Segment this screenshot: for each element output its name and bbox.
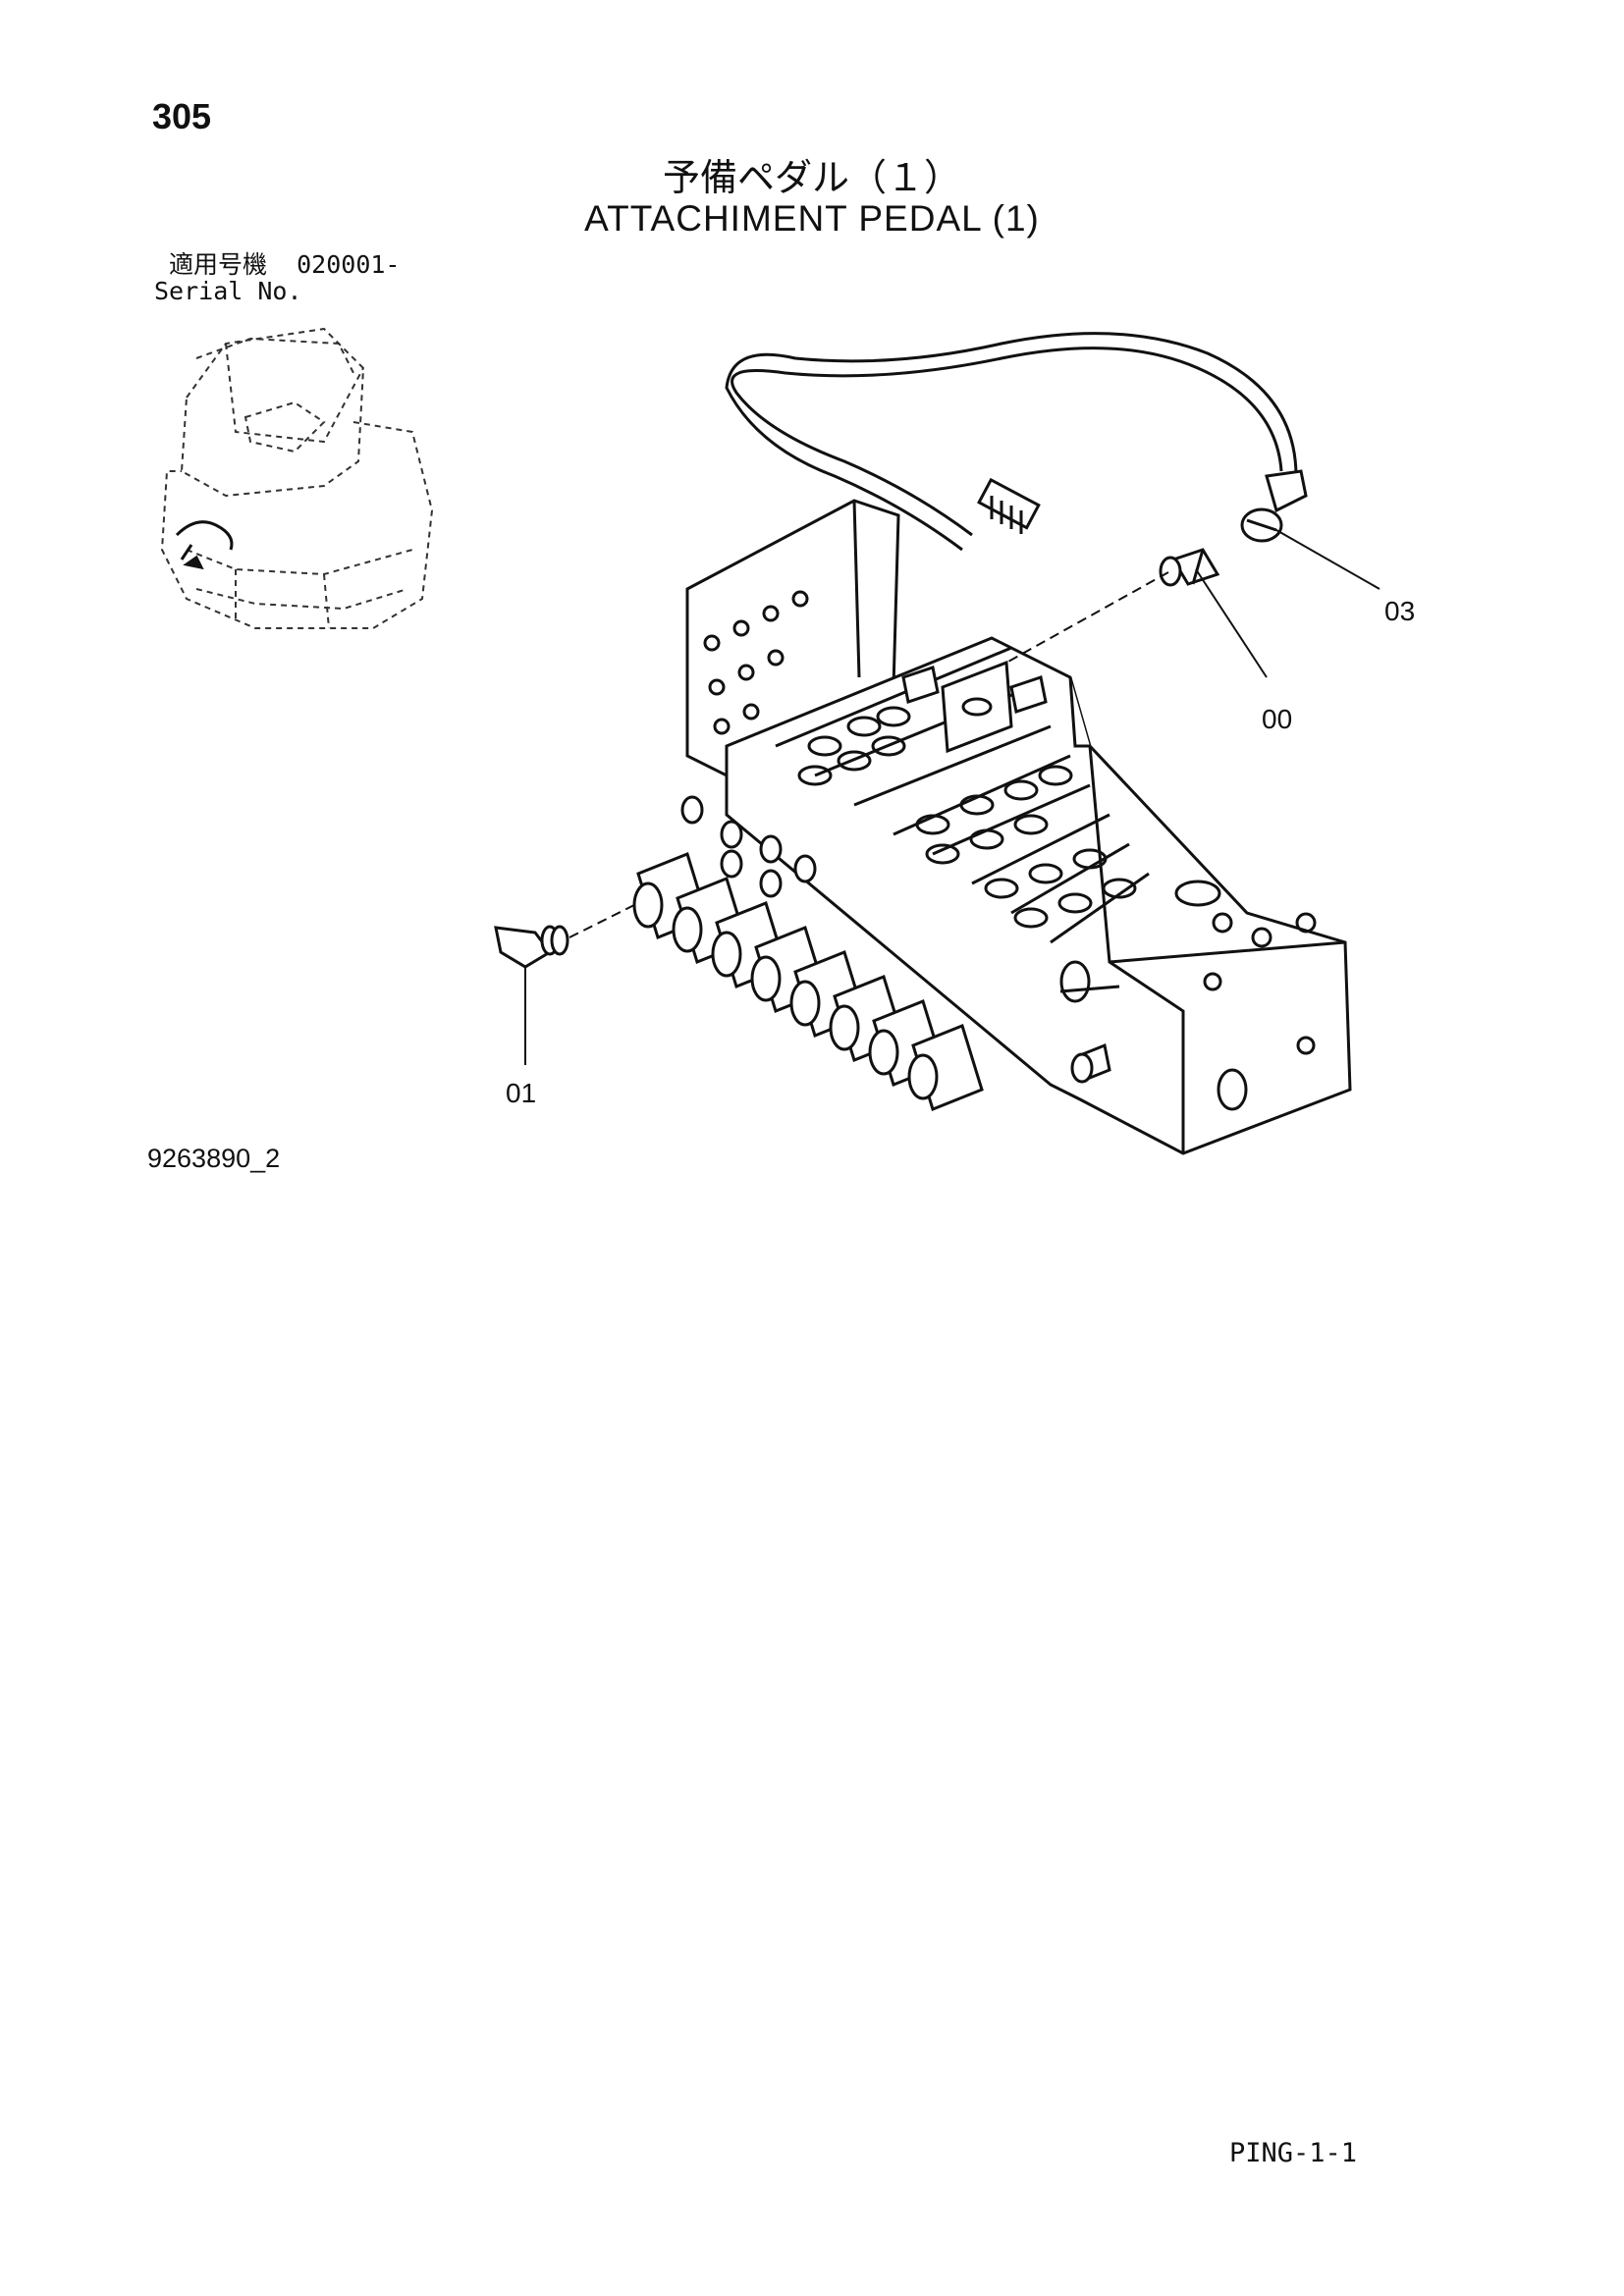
hose <box>725 332 1298 552</box>
control-valve-assembly <box>632 499 1352 1155</box>
leader-lines <box>524 529 1380 1065</box>
serial-label-en: Serial No. <box>154 277 302 305</box>
serial-from: 020001- <box>297 250 401 279</box>
page-number: 305 <box>152 96 212 136</box>
title-english: ATTACHIMENT PEDAL (1) <box>584 198 1040 239</box>
callout-00: 00 <box>1262 704 1292 734</box>
serial-info: 適用号機 020001- Serial No. <box>154 250 401 304</box>
callout-01: 01 <box>506 1078 536 1108</box>
serial-label-jp: 適用号機 <box>169 250 268 279</box>
callout-03: 03 <box>1384 596 1415 626</box>
title-japanese: 予備ペダル（１） <box>662 156 961 199</box>
hose-elbow-fitting <box>1240 469 1308 543</box>
cab-locator-view <box>160 327 434 629</box>
page-code: PING-1-1 <box>1229 2138 1358 2168</box>
locator-highlight-hose-icon <box>175 520 234 570</box>
spool-caps <box>632 852 984 1111</box>
pilot-port-fittings <box>680 795 817 898</box>
elbow-fitting-01 <box>494 925 569 969</box>
adapter-fitting-00 <box>1159 548 1220 587</box>
drawing-number: 9263890_2 <box>147 1144 281 1173</box>
